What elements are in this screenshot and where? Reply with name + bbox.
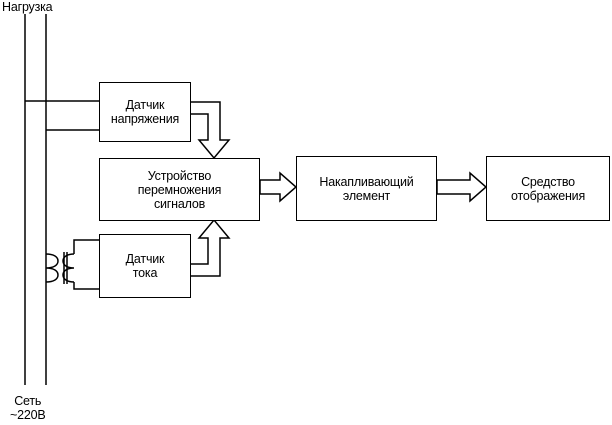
multiplier-block: Устройство перемножения сигналов xyxy=(99,158,260,221)
display-label: Средство отображения xyxy=(510,174,586,203)
current-sensor-label: Датчик тока xyxy=(125,252,165,280)
voltage-sensor-label: Датчик напряжения xyxy=(110,98,180,126)
ct-lead-top xyxy=(73,239,99,254)
arrow-accumulator-to-display xyxy=(436,171,488,203)
ct-secondary-coil xyxy=(62,253,75,283)
accumulator-label: Накапливающий элемент xyxy=(319,174,414,203)
accumulator-block: Накапливающий элемент xyxy=(296,156,437,221)
current-sensor-block: Датчик тока xyxy=(99,234,191,298)
arrow-voltage-to-multiplier xyxy=(189,101,231,160)
ct-primary-coil xyxy=(45,253,59,283)
mains-label: Сеть ~220В xyxy=(10,394,46,422)
voltage-sensor-block: Датчик напряжения xyxy=(99,82,191,142)
arrow-multiplier-to-accumulator xyxy=(259,171,298,203)
arrow-current-to-multiplier xyxy=(189,218,231,277)
ct-lead-bottom xyxy=(73,282,99,290)
display-block: Средство отображения xyxy=(486,156,610,221)
load-label: Нагрузка xyxy=(2,0,53,14)
multiplier-label: Устройство перемножения сигналов xyxy=(137,168,222,211)
